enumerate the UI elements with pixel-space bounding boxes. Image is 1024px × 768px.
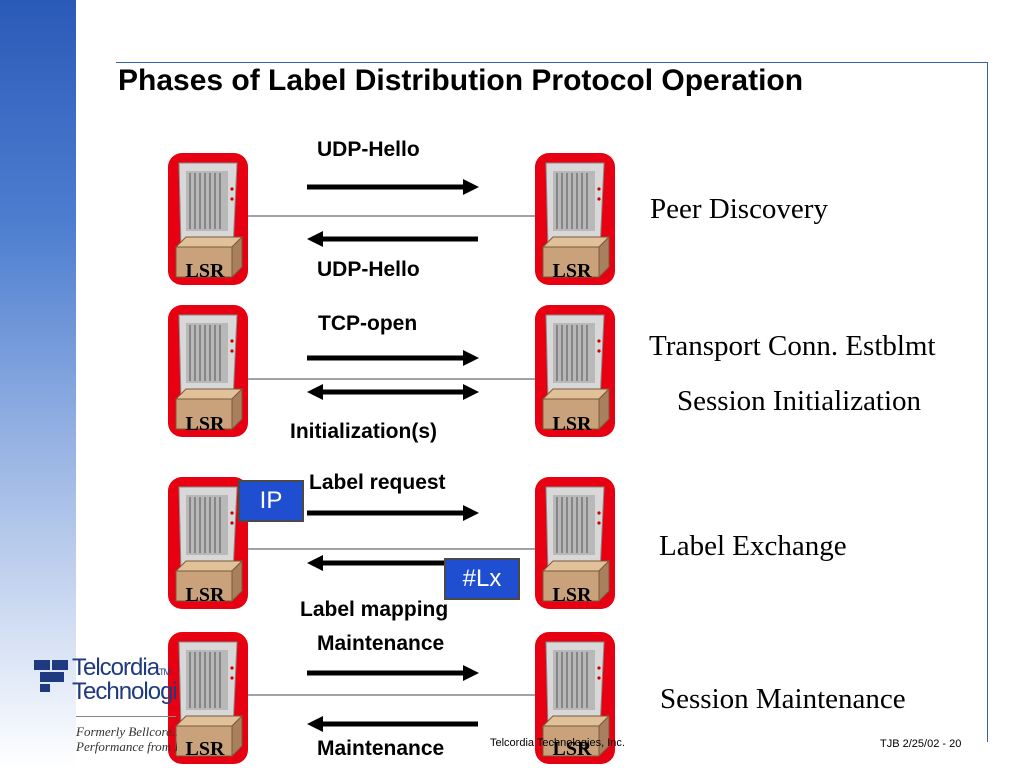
arrow-left-4: [307, 716, 478, 732]
lsr-label: LSR: [553, 260, 592, 282]
message-label: Maintenance: [317, 737, 445, 760]
message-label: Maintenance: [317, 632, 445, 655]
logo-text: Technologies: [72, 678, 177, 705]
arrow-right-2: [307, 350, 479, 366]
phase-label: Peer Discovery: [650, 193, 828, 225]
logo-mark-icon: [34, 660, 68, 692]
ip-tag: IP: [238, 480, 304, 522]
lsr-label: LSR: [553, 584, 592, 606]
slide-title: Phases of Label Distribution Protocol Op…: [118, 64, 804, 97]
arrow-right-3: [307, 505, 479, 521]
lsr-label: LSR: [186, 584, 225, 606]
message-label: Initialization(s): [290, 420, 437, 443]
phase-label: Session Maintenance: [660, 683, 906, 715]
message-label: Label mapping: [300, 598, 449, 621]
logo-tagline: Performance from Experience: [76, 739, 177, 754]
company-logo: TelcordiaTM Technologies Formerly Bellco…: [32, 654, 177, 754]
lsr-label: LSR: [553, 738, 592, 760]
logo-rule: [76, 716, 176, 717]
arrow-right-4: [307, 665, 479, 681]
message-label: TCP-open: [318, 312, 418, 335]
logo-text: TelcordiaTM: [72, 654, 171, 681]
footer-ref: TJB 2/25/02 - 20: [880, 738, 962, 750]
arrow-left-1: [307, 231, 478, 247]
lsr-label: LSR: [186, 738, 225, 760]
message-label: Label request: [309, 471, 446, 494]
lsr-label: LSR: [553, 413, 592, 435]
phase-label: Label Exchange: [659, 530, 847, 562]
phase-label: Session Initialization: [677, 385, 922, 417]
title-rule: [116, 62, 988, 63]
lsr-label: LSR: [186, 260, 225, 282]
arrow-double-2: [307, 384, 479, 400]
right-rule: [987, 62, 988, 742]
footer-company: Telcordia Technologies, Inc.: [490, 737, 625, 749]
message-label: UDP-Hello: [317, 258, 420, 281]
arrow-right-1: [307, 179, 479, 195]
message-label: UDP-Hello: [317, 138, 420, 161]
sidebar-gradient: [0, 0, 76, 768]
logo-formerly: Formerly Bellcore…: [76, 724, 177, 739]
phase-label: Transport Conn. Estblmt: [649, 330, 936, 362]
lsr-label: LSR: [186, 413, 225, 435]
label-tag: #Lx: [444, 558, 520, 600]
